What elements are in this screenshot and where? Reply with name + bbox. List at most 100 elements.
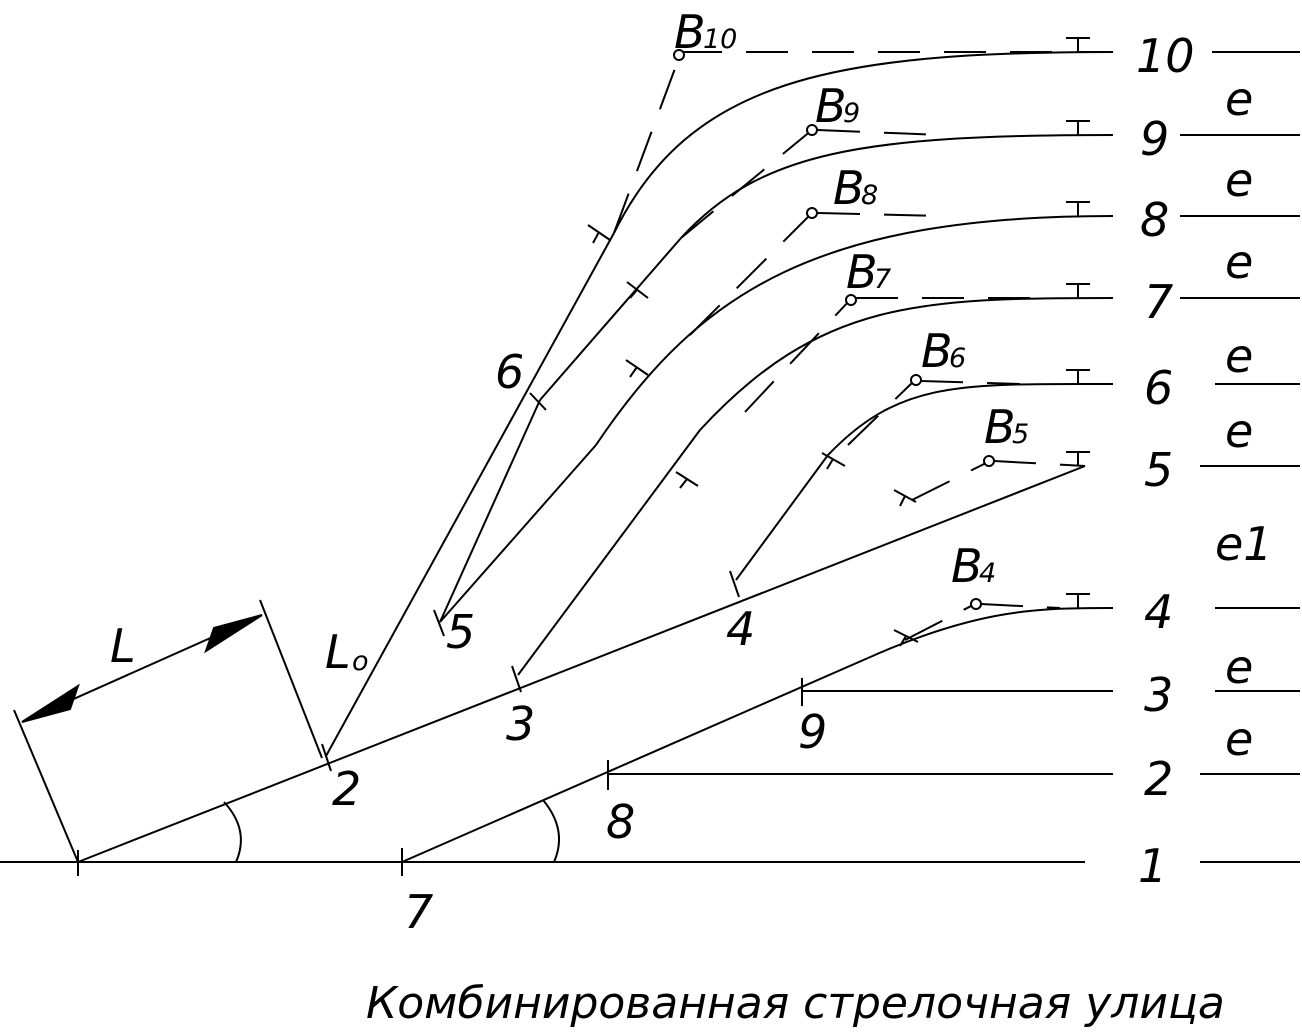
spacing-lines (1180, 51, 1300, 863)
switch-label-5: 5 (446, 605, 475, 659)
branch-3-diag (517, 429, 701, 676)
track-label-7: 7 (1144, 275, 1173, 329)
lower-diagonal (401, 657, 869, 863)
tangent-b4-a (904, 603, 976, 641)
vertex-b5-sub: 5 (1012, 419, 1029, 450)
tangent-b9-a (680, 129, 813, 239)
diagram-title: Комбинированная стрелочная улица (366, 978, 1225, 1029)
tangent-b6-a (847, 379, 916, 446)
tangent-b8-a (689, 212, 813, 336)
t-mark (679, 478, 688, 489)
track-label-1: 1 (1138, 839, 1167, 893)
arrow-left (21, 683, 80, 723)
t-mark (899, 635, 907, 647)
vertex-b6-sub: 6 (949, 343, 966, 374)
insulating-joint-marks (587, 224, 919, 647)
tangent-b6-b (920, 380, 1021, 385)
track-label-4: 4 (1144, 585, 1173, 639)
curve-track-10 (613, 51, 1114, 234)
vertex-b8-letter: B (833, 161, 865, 215)
curve-track-9 (680, 134, 1114, 239)
curve-track-6 (827, 382, 1114, 456)
track-label-5: 5 (1144, 443, 1173, 497)
tangent-dashes (613, 51, 1113, 641)
tangent-b4-b (980, 603, 1061, 609)
t-mark (629, 289, 638, 299)
curve-track-8 (595, 215, 1114, 446)
switch-label-6: 6 (495, 345, 524, 399)
vertex-b9-letter: B (815, 79, 847, 133)
curve-track-4 (867, 607, 1114, 659)
spacing-8-9: e (1225, 153, 1253, 207)
switch-ticks (77, 392, 803, 876)
switch-label-8: 8 (606, 795, 635, 849)
switch-labels: 2 3 4 5 6 7 8 9 (332, 345, 827, 939)
track-label-8: 8 (1140, 193, 1169, 247)
dim-lo-sub: o (352, 646, 369, 677)
track-label-10: 10 (1136, 29, 1195, 83)
t-mark (629, 366, 638, 378)
switch-label-2: 2 (332, 762, 361, 816)
spacing-labels: e e e e e e1 e e (1215, 72, 1273, 766)
dim-ext-right (259, 599, 323, 759)
tick-6 (529, 392, 547, 411)
t-mark (826, 458, 834, 470)
steep-diagonal (325, 232, 615, 757)
tangent-b10-a (613, 54, 681, 234)
branch-6-9 (539, 237, 682, 401)
vertex-b5-letter: B (984, 400, 1016, 454)
vertex-b10-dot (673, 49, 685, 61)
track-labels: 1 2 3 4 5 6 7 8 9 10 (1136, 29, 1195, 893)
track-curves (595, 51, 1114, 659)
vertex-b9-sub: 9 (843, 98, 860, 129)
tangent-b8-b (817, 212, 941, 217)
track-label-2: 2 (1144, 752, 1173, 806)
track-label-6: 6 (1144, 361, 1173, 415)
vertex-b7-dot (845, 294, 857, 306)
t-mark (592, 231, 600, 244)
vertex-b8-sub: 8 (861, 180, 878, 211)
tick-4 (729, 570, 740, 598)
vertex-markers: B 10 B 9 B 8 B 7 B 6 B 5 B 4 (673, 5, 1029, 610)
angle-arcs (223, 799, 560, 863)
angle-arc-lower (542, 799, 560, 863)
vertex-b4-dot (970, 598, 982, 610)
tangent-b5-b (993, 460, 1086, 467)
vertex-b6-dot (910, 374, 922, 386)
dim-ext-left (13, 709, 79, 863)
t-mark (626, 281, 649, 299)
dim-l-label: L (110, 619, 136, 673)
vertex-b10-letter: B (674, 5, 706, 59)
vertex-b5-dot (983, 455, 995, 467)
tangent-b7-a (744, 299, 851, 413)
vertex-b8-dot (806, 207, 818, 219)
t-mark (899, 495, 906, 507)
spacing-5-6: e (1225, 404, 1253, 458)
vertex-b7-letter: B (846, 245, 878, 299)
vertex-b9-dot (806, 124, 818, 136)
vertex-b6-letter: B (921, 324, 953, 378)
clearance-posts (1066, 37, 1090, 608)
switch-label-4: 4 (726, 602, 755, 656)
vertex-b4-letter: B (951, 539, 983, 593)
tick-5 (433, 609, 445, 637)
branch-5-6 (439, 399, 541, 623)
spacing-7-8: e (1225, 235, 1253, 289)
vertex-b7-sub: 7 (874, 264, 891, 295)
arrow-right (204, 614, 263, 654)
track-label-3: 3 (1144, 668, 1173, 722)
tangent-b5-a (911, 461, 989, 501)
curve-track-7 (699, 297, 1114, 431)
tangent-b9-b (817, 129, 941, 136)
spacing-4-5: e1 (1215, 517, 1273, 571)
branch-5-mid (439, 444, 597, 623)
dimension-l: L L o (13, 599, 369, 863)
vertex-b4-sub: 4 (979, 558, 996, 589)
tick-2 (321, 743, 332, 772)
main-diagonal (77, 465, 1086, 863)
vertex-b10-sub: 10 (703, 24, 737, 55)
tick-3 (511, 665, 522, 693)
branch-4-diag (735, 454, 829, 581)
dim-lo-label: L (325, 625, 351, 679)
